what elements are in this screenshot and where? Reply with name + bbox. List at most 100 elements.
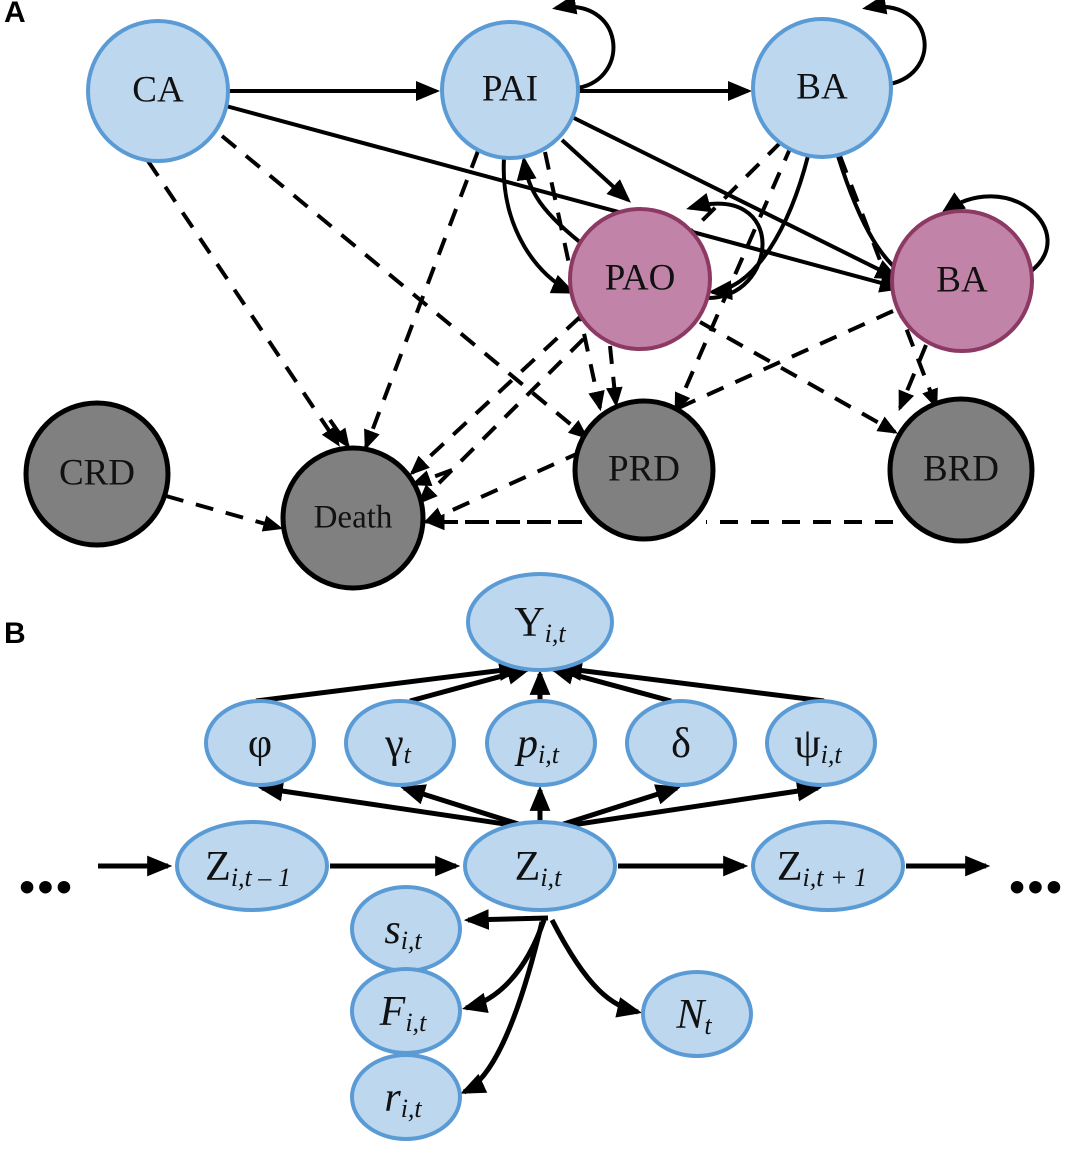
node-ba-in-label: BA — [796, 66, 848, 107]
node-pai-label: PAI — [482, 68, 538, 109]
node-n-shape[interactable] — [641, 970, 753, 1058]
node-brd-shape[interactable] — [887, 396, 1035, 544]
node-z-next-sub: i,t + 1 — [803, 863, 868, 892]
node-delta-shape[interactable] — [625, 699, 737, 787]
node-f[interactable]: Fi,t — [350, 967, 462, 1055]
edge-ba-out-brd — [898, 344, 928, 412]
edge-ba-out-self-loop — [940, 192, 1050, 274]
ellipsis-left: ••• — [19, 863, 74, 912]
panel-a-dashed-edges — [146, 134, 938, 532]
node-y-label: Yi,t — [514, 600, 566, 648]
edge-pao-pai — [516, 156, 592, 252]
node-pai-shape[interactable] — [440, 20, 580, 160]
node-death[interactable]: Death — [280, 445, 426, 591]
node-psi-sub: i,t — [821, 740, 843, 769]
node-p[interactable]: pi,t — [485, 699, 597, 787]
node-psi-shape[interactable] — [765, 699, 877, 787]
node-delta[interactable]: δ — [625, 699, 737, 787]
node-pao[interactable]: PAO — [568, 207, 712, 351]
node-pao-shape[interactable] — [568, 207, 712, 351]
node-p-shape[interactable] — [485, 699, 597, 787]
node-z-prev-base: Z — [205, 844, 231, 890]
node-r-shape[interactable] — [350, 1053, 462, 1141]
edge-z-s — [463, 909, 549, 930]
panel-b: B ••• ••• — [4, 572, 1064, 1141]
node-y-shape[interactable] — [466, 572, 614, 672]
edge-ba-in-pao — [708, 155, 810, 301]
node-ba-in-shape[interactable] — [751, 17, 893, 159]
node-psi[interactable]: ψi,t — [765, 699, 877, 787]
panel-a-solid-edges — [225, 0, 1050, 301]
node-n-base: N — [675, 992, 706, 1038]
node-crd-shape[interactable] — [23, 400, 171, 548]
node-gamma-sub: t — [404, 740, 412, 769]
edge-overlay-death-right — [410, 468, 453, 487]
edge-z-gamma — [400, 784, 535, 832]
node-prd-shape[interactable] — [572, 398, 716, 542]
node-death-shape[interactable] — [280, 445, 426, 591]
edge-crd-death — [165, 494, 284, 532]
panel-a: A — [4, 0, 1050, 591]
node-ba-other[interactable]: BA — [890, 209, 1034, 353]
node-p-base: p — [514, 721, 538, 767]
node-s[interactable]: si,t — [350, 885, 462, 973]
node-n[interactable]: Nt — [641, 970, 753, 1058]
edge-ba-in-prd — [674, 143, 794, 414]
edge-pao-brd — [699, 320, 898, 434]
node-prd-label: PRD — [608, 448, 680, 489]
node-z-cur-shape[interactable] — [463, 820, 617, 912]
edge-pai-self-loop — [552, 0, 616, 90]
node-ba-out-shape[interactable] — [890, 209, 1034, 353]
node-phi-shape[interactable] — [204, 699, 316, 787]
node-p-sub: i,t — [538, 740, 560, 769]
node-r[interactable]: ri,t — [350, 1053, 462, 1141]
node-ca-shape[interactable] — [86, 19, 230, 163]
edge-z-n — [549, 918, 643, 1018]
node-pai[interactable]: PAI — [440, 20, 580, 160]
node-z-next-label: Zi,t + 1 — [777, 844, 867, 892]
node-z-cur-label: Zi,t — [515, 844, 562, 892]
edge-z-delta — [547, 784, 681, 832]
node-ba-inflammatory[interactable]: BA — [751, 17, 893, 159]
node-delta-base: δ — [671, 721, 691, 767]
edge-overlay-death-top — [328, 418, 350, 449]
node-z-cur[interactable]: Zi,t — [463, 820, 617, 912]
node-z-cur-sub: i,t — [540, 863, 562, 892]
node-f-label: Fi,t — [379, 989, 427, 1037]
node-y[interactable]: Yi,t — [466, 572, 614, 672]
panel-b-nodes: Yi,t φ γt pi,t δ ψi,t — [175, 572, 905, 1141]
node-y-base: Y — [514, 600, 544, 646]
edge-pai-death — [364, 150, 480, 451]
node-prd[interactable]: PRD — [572, 398, 716, 542]
node-s-sub: i,t — [401, 926, 423, 955]
edge-z-psi — [551, 780, 823, 831]
node-brd[interactable]: BRD — [887, 396, 1035, 544]
node-phi-base: φ — [248, 721, 272, 767]
panel-a-letter: A — [4, 0, 26, 29]
edge-pai-pao-direct — [560, 138, 631, 203]
node-z-next-shape[interactable] — [751, 820, 905, 912]
node-z-prev-shape[interactable] — [175, 820, 329, 912]
node-f-base: F — [379, 989, 406, 1035]
node-gamma-label: γt — [384, 721, 412, 769]
ellipsis-right: ••• — [1009, 863, 1064, 912]
node-z-prev-label: Zi,t – 1 — [205, 844, 291, 892]
node-z-next[interactable]: Zi,t + 1 — [751, 820, 905, 912]
node-f-sub: i,t — [405, 1008, 427, 1037]
node-gamma-shape[interactable] — [344, 699, 456, 787]
node-p-label: pi,t — [514, 721, 560, 769]
node-z-prev[interactable]: Zi,t – 1 — [175, 820, 329, 912]
node-ca[interactable]: CA — [86, 19, 230, 163]
panel-a-nodes: CA PAI BA PAO BA CRD — [23, 17, 1035, 591]
node-phi[interactable]: φ — [204, 699, 316, 787]
node-crd-label: CRD — [59, 452, 135, 493]
node-s-label: si,t — [384, 907, 422, 955]
node-gamma[interactable]: γt — [344, 699, 456, 787]
edge-phi-y — [255, 660, 525, 704]
node-crd[interactable]: CRD — [23, 400, 171, 548]
edge-z-r — [460, 921, 545, 1095]
edge-z-phi — [257, 780, 533, 831]
edge-gamma-y — [409, 664, 533, 704]
node-ca-label: CA — [132, 69, 184, 110]
